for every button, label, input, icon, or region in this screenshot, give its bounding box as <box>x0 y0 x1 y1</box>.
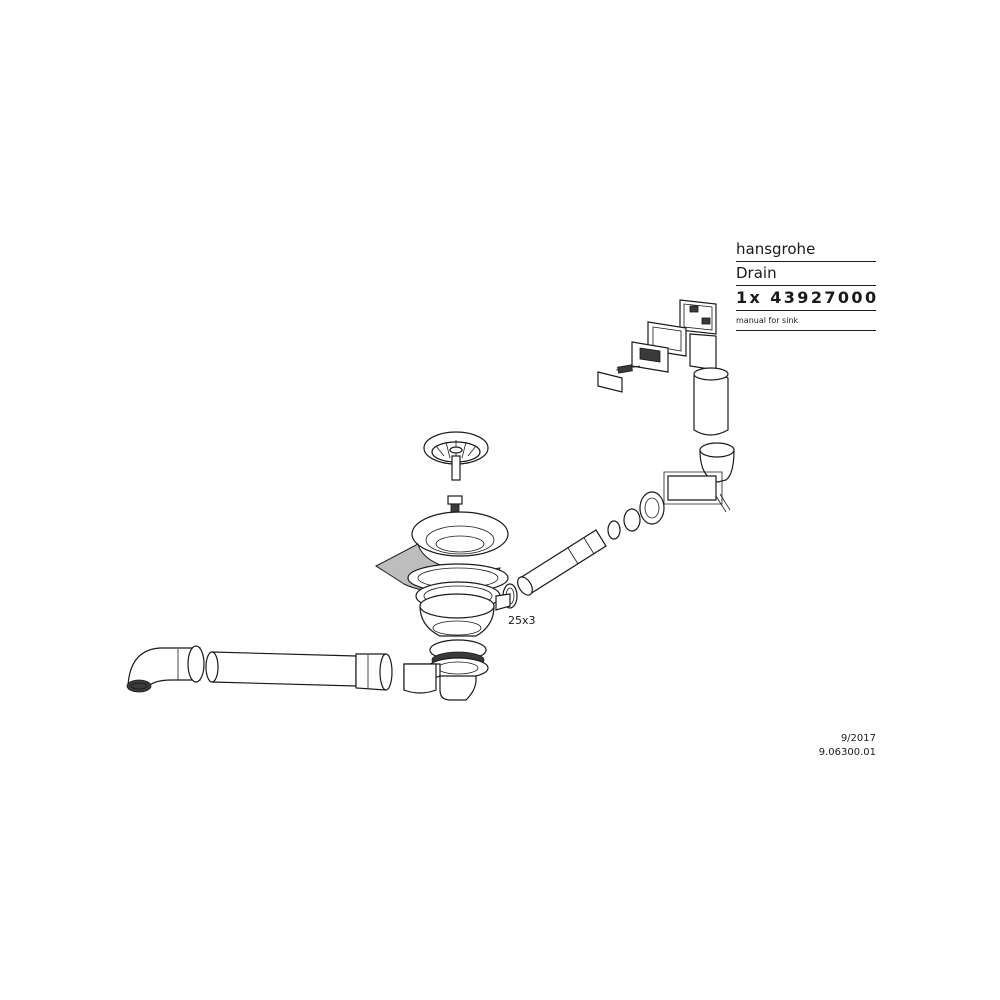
horizontal-drain-pipe <box>205 651 393 691</box>
outlet-elbow <box>403 663 477 701</box>
title-block: hansgrohe Drain 1x 43927000 manual for s… <box>736 238 876 331</box>
overflow-inner-plate <box>631 341 669 373</box>
overflow-screw <box>615 364 641 374</box>
overflow-elbow <box>663 442 735 513</box>
article-number: 1x 43927000 <box>736 286 876 311</box>
overflow-riser-tube <box>693 367 729 436</box>
document-date: 9/2017 <box>840 733 876 744</box>
lock-nut <box>427 639 489 679</box>
overflow-ring-2 <box>607 520 621 540</box>
product-name: Drain <box>736 262 876 286</box>
left-elbow-connector <box>126 645 205 693</box>
center-screw <box>447 495 463 519</box>
overflow-faceplate <box>679 299 717 371</box>
document-footer: 9/2017 9.06300.01 <box>819 732 876 760</box>
document-type: manual for sink <box>736 311 876 331</box>
document-number: 9.06300.01 <box>818 747 876 758</box>
overflow-nut <box>639 491 665 525</box>
strainer-body <box>419 593 511 637</box>
brand-name: hansgrohe <box>736 238 876 262</box>
callout-oring-size: 25x3 <box>508 614 536 627</box>
overflow-ring-1 <box>623 508 641 532</box>
overflow-cap <box>597 371 623 393</box>
overflow-hose <box>517 529 607 596</box>
basket-strainer <box>423 431 489 481</box>
sink-flange <box>411 511 509 557</box>
